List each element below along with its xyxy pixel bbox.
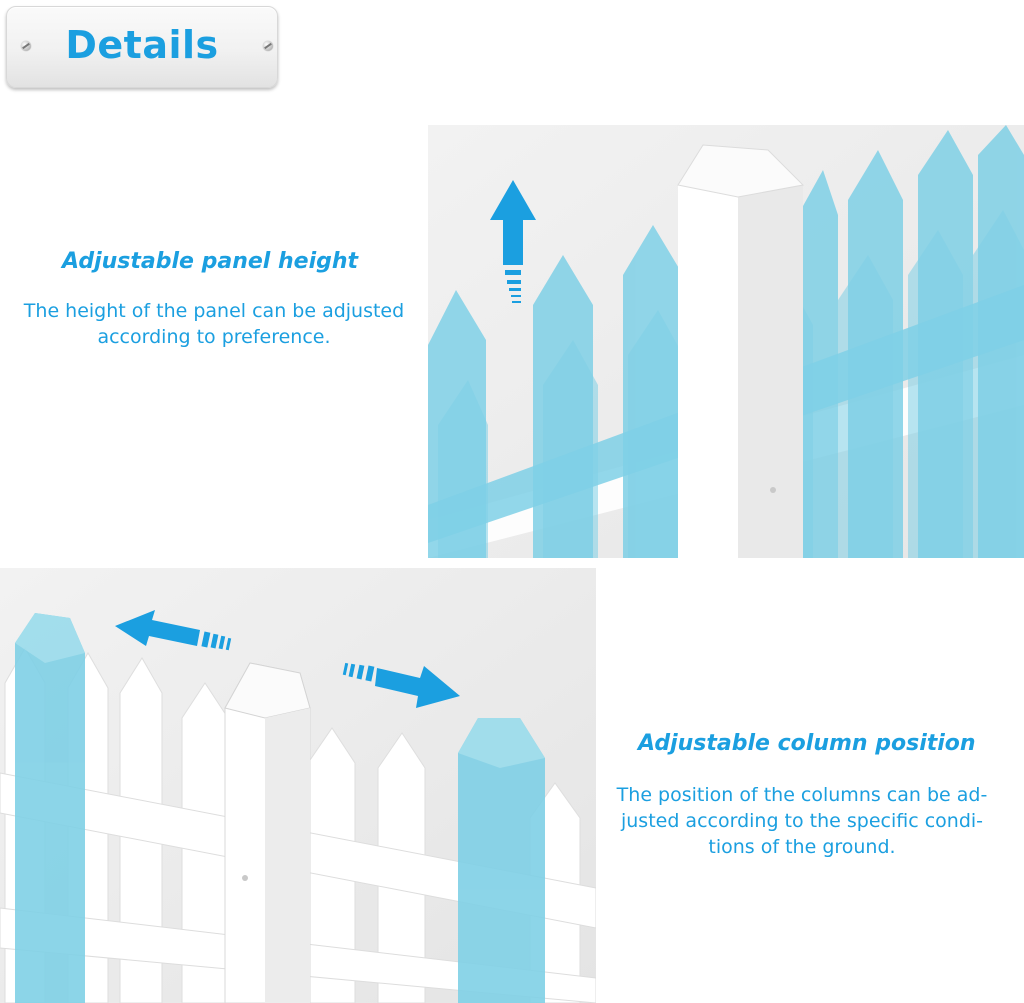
panel-height-illustration bbox=[428, 125, 1024, 558]
desc-line: according to preference. bbox=[97, 326, 331, 348]
left-arrow-icon bbox=[115, 610, 232, 651]
desc-line: tions of the ground. bbox=[708, 836, 896, 858]
feature-title-column: Adjustable column position bbox=[638, 731, 976, 756]
panel-column-illustration bbox=[0, 568, 596, 1003]
up-arrow-icon bbox=[490, 180, 536, 303]
screw-icon bbox=[21, 41, 31, 51]
page-title: Details bbox=[65, 23, 219, 67]
feature-title-height: Adjustable panel height bbox=[62, 249, 359, 274]
desc-line: The height of the panel can be adjusted bbox=[23, 300, 405, 322]
fence-height-image bbox=[428, 125, 1024, 558]
desc-line: The position of the columns can be ad- bbox=[616, 784, 988, 806]
details-plate: Details bbox=[6, 6, 278, 88]
right-arrow-icon bbox=[342, 662, 460, 708]
fence-column-image bbox=[0, 568, 596, 1003]
feature-desc-height: The height of the panel can be adjusted … bbox=[0, 298, 428, 350]
screw-icon bbox=[263, 41, 273, 51]
desc-line: justed according to the specific condi- bbox=[620, 810, 984, 832]
feature-desc-column: The position of the columns can be ad- j… bbox=[600, 782, 1004, 860]
